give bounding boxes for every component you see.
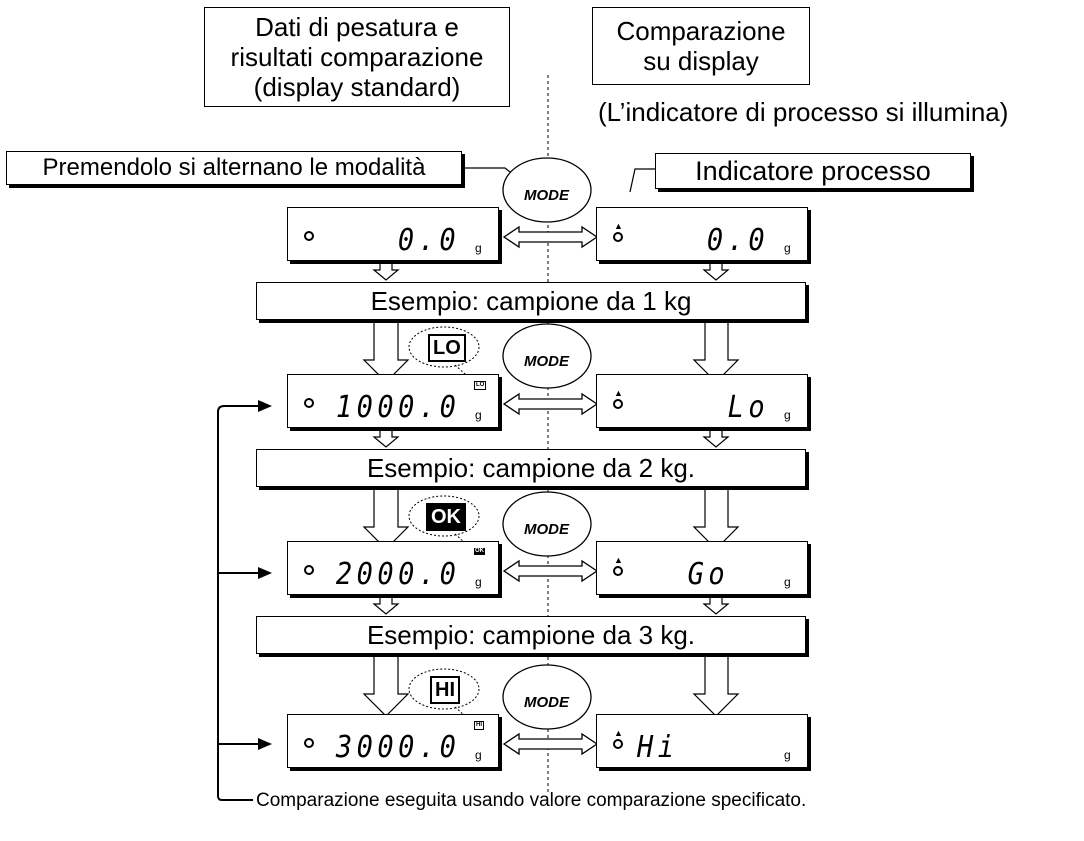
stable-indicator (613, 232, 623, 242)
stable-indicator (304, 231, 314, 241)
example-banner-2: Esempio: campione da 2 kg. (256, 449, 806, 487)
comparison-display-3: ▲ Go g (596, 541, 808, 595)
display-unit: g (475, 408, 482, 422)
comparison-display-4: ▲ Hi g (596, 714, 808, 768)
display-unit: g (475, 748, 482, 762)
header-left-line-2: risultati comparazione (230, 42, 484, 72)
display-value: 2000.0 (335, 557, 460, 592)
display-value: Hi (637, 730, 679, 765)
footer-note: Comparazione eseguita usando valore comp… (256, 790, 807, 811)
mode-callout: Premendolo si alternano le modalità (6, 151, 462, 185)
header-right-line-2: su display (643, 46, 759, 76)
comparison-display-1: ▲ 0.0 g (596, 207, 808, 261)
process-indicator-note: (L’indicatore di processo si illumina) (598, 97, 1009, 127)
stable-indicator (613, 399, 623, 409)
comparison-display-2: ▲ Lo g (596, 374, 808, 428)
process-indicator-callout: Indicatore processo (655, 153, 971, 189)
process-indicator-icon: ▲ (614, 555, 623, 565)
standard-display-2: 1000.0 g LO (287, 374, 499, 428)
display-value: Go (687, 557, 729, 592)
display-unit: g (475, 241, 482, 255)
stable-indicator (304, 565, 314, 575)
standard-display-1: 0.0 g (287, 207, 499, 261)
display-value: Lo (727, 390, 769, 425)
mode-button-4[interactable]: MODE (524, 694, 569, 711)
display-unit: g (475, 575, 482, 589)
header-right-box: Comparazione su display (592, 7, 810, 85)
lo-tag-large: LO (428, 334, 466, 362)
header-right-line-1: Comparazione (616, 16, 786, 46)
ok-tag-large: OK (426, 503, 466, 531)
mode-button-3[interactable]: MODE (524, 521, 569, 538)
ok-tag-small: OK (474, 548, 485, 555)
display-value: 0.0 (397, 223, 460, 258)
example-banner-1: Esempio: campione da 1 kg (256, 282, 806, 320)
stable-indicator (304, 738, 314, 748)
display-unit: g (784, 748, 791, 762)
stable-indicator (304, 398, 314, 408)
header-left-line-1: Dati di pesatura e (255, 12, 459, 42)
header-left-box: Dati di pesatura e risultati comparazion… (204, 7, 510, 107)
process-indicator-icon: ▲ (614, 388, 623, 398)
example-banner-3: Esempio: campione da 3 kg. (256, 616, 806, 654)
display-value: 1000.0 (335, 390, 460, 425)
hi-tag-large: HI (430, 676, 460, 704)
mode-button-1[interactable]: MODE (524, 187, 569, 204)
display-unit: g (784, 575, 791, 589)
display-value: 0.0 (706, 223, 769, 258)
process-indicator-icon: ▲ (614, 221, 623, 231)
stable-indicator (613, 566, 623, 576)
stable-indicator (613, 739, 623, 749)
display-unit: g (784, 241, 791, 255)
hi-tag-small: HI (474, 721, 484, 730)
header-left-line-3: (display standard) (253, 72, 461, 102)
display-unit: g (784, 408, 791, 422)
process-indicator-icon: ▲ (614, 728, 623, 738)
lo-tag-small: LO (474, 381, 487, 390)
mode-button-2[interactable]: MODE (524, 353, 569, 370)
display-value: 3000.0 (335, 730, 460, 765)
standard-display-3: 2000.0 g OK (287, 541, 499, 595)
standard-display-4: 3000.0 g HI (287, 714, 499, 768)
